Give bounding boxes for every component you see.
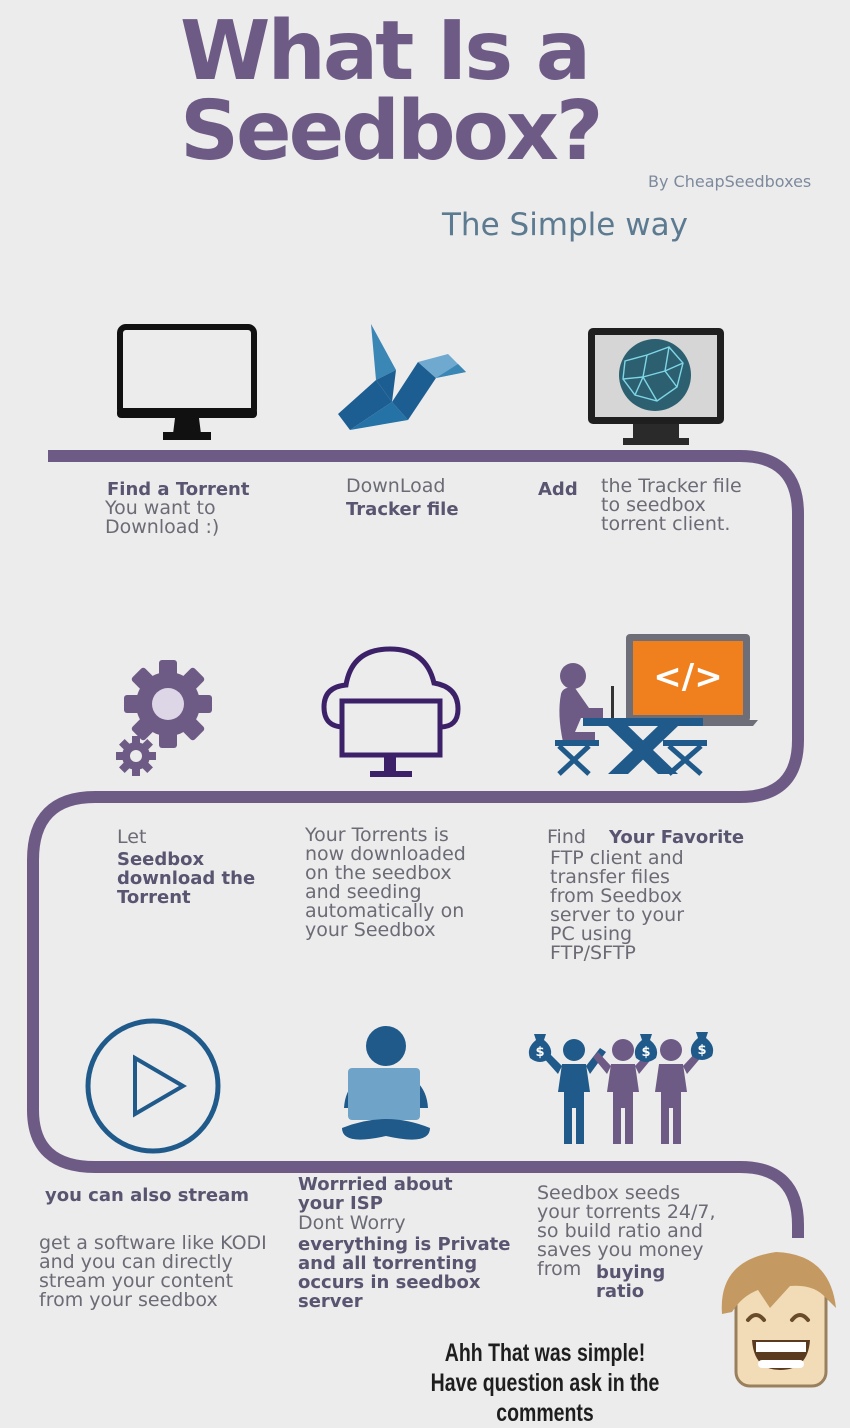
step7-line2: and you can directly (39, 1251, 233, 1273)
step3-line1: the Tracker file (601, 475, 742, 497)
step9-line5: from (537, 1258, 582, 1280)
play-icon[interactable] (83, 1018, 223, 1158)
monitor-icon (117, 324, 257, 440)
step8-bold2: your ISP (298, 1193, 383, 1214)
step5-line6: your Seedbox (305, 919, 436, 941)
step2-line1: DownLoad (346, 475, 446, 497)
smiley-face-icon (721, 1252, 836, 1388)
dollar-sign: $ (641, 1045, 650, 1060)
user-laptop-icon (342, 1026, 430, 1140)
step9-line2: your torrents 24/7, (537, 1201, 716, 1223)
bird-icon (338, 324, 466, 430)
step8-bold6: server (298, 1291, 363, 1312)
step9-bold2: ratio (596, 1281, 645, 1302)
step6-line3: from Seedbox (550, 885, 683, 907)
closing-message: Ahh That was simple! Have question ask i… (416, 1338, 673, 1428)
code-symbol: </> (653, 657, 722, 697)
step1-title: Find a Torrent (107, 479, 250, 500)
step7-title: you can also stream (45, 1185, 250, 1206)
step6-line1: FTP client and (550, 847, 684, 869)
byline: By CheapSeedboxes (648, 172, 812, 191)
step6-title: Your Favorite (609, 827, 745, 848)
step6-find: Find (547, 826, 586, 848)
dollar-sign: $ (535, 1045, 544, 1060)
gears-icon (116, 660, 212, 776)
step4-line1: Let (117, 826, 147, 848)
step5-line5: automatically on (305, 900, 465, 922)
title-line-1: What Is a (180, 4, 591, 99)
step3-title: Add (538, 479, 578, 500)
step4-bold2: download the (117, 868, 256, 889)
step7-line1: get a software like KODI (39, 1232, 267, 1254)
step5-line2: now downloaded (305, 843, 466, 865)
step9-line3: so build ratio and (537, 1220, 703, 1242)
title-line-2: Seedbox? (180, 84, 603, 179)
step6-line2: transfer files (550, 866, 670, 888)
step2-title: Tracker file (346, 499, 459, 520)
globe-monitor-icon (588, 328, 724, 445)
subtitle: The Simple way (442, 207, 688, 243)
step3-line2: to seedbox (601, 494, 706, 516)
cloud-monitor-icon (321, 646, 461, 777)
step7-line3: stream your content (39, 1270, 234, 1292)
step8-bold5: occurs in seedbox (298, 1272, 481, 1293)
step9-line1: Seedbox seeds (537, 1182, 681, 1204)
step6-line4: server to your (550, 904, 685, 926)
step8-bold1: Worrried about (298, 1174, 453, 1195)
step9-bold1: buying (596, 1262, 666, 1283)
developer-laptop-icon: </> (555, 634, 758, 776)
dollar-sign: $ (697, 1043, 706, 1058)
step4-bold3: Torrent (117, 887, 191, 908)
step5-line3: on the seedbox (305, 862, 452, 884)
page-title: What Is a Seedbox? (180, 4, 603, 179)
step1-line2: Download :) (105, 516, 220, 538)
step5-line1: Your Torrents is (305, 824, 449, 846)
step8-bold3: everything is Private (298, 1234, 511, 1255)
step8-line: Dont Worry (298, 1212, 406, 1234)
money-people-icon: $ $ $ (528, 1032, 714, 1144)
step8-bold4: and all torrenting (298, 1253, 478, 1274)
step6-line5: PC using (550, 923, 633, 945)
step1-line1: You want to (105, 497, 216, 519)
closing-line-1: Ahh That was simple! (444, 1339, 646, 1367)
step4-bold1: Seedbox (117, 849, 205, 870)
step6-line6: FTP/SFTP (550, 942, 636, 964)
step7-line4: from your seedbox (39, 1289, 218, 1311)
closing-line-2: Have question ask in the comments (430, 1369, 660, 1427)
step5-line4: and seeding (305, 881, 422, 903)
step9-line4: saves you money (537, 1239, 704, 1261)
step3-line3: torrent client. (601, 513, 731, 535)
